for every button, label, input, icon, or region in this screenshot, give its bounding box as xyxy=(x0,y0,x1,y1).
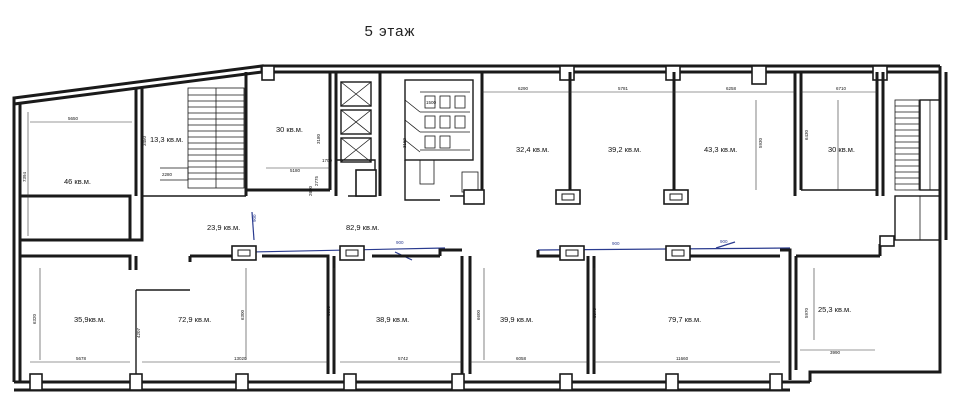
svg-text:3990: 3990 xyxy=(830,350,841,355)
room-area-label: 30 кв.м. xyxy=(276,125,303,134)
svg-text:900: 900 xyxy=(252,214,257,222)
elevator-shafts xyxy=(340,81,372,163)
room-area-label: 30 кв.м. xyxy=(828,145,855,154)
room-area-label: 35,9кв.м. xyxy=(74,315,105,324)
room-area-label: 72,9 кв.м. xyxy=(178,315,211,324)
svg-text:6600: 6600 xyxy=(476,309,481,320)
room-area-label: 79,7 кв.м. xyxy=(668,315,701,324)
room-area-label: 43,3 кв.м. xyxy=(704,145,737,154)
svg-text:900: 900 xyxy=(612,241,620,246)
svg-text:11660: 11660 xyxy=(676,356,689,361)
dimension-labels: 5650 7394 3450 3180 2280 2650 1700 5180 … xyxy=(22,86,847,361)
svg-text:6258: 6258 xyxy=(726,86,737,91)
room-area-label: 39,9 кв.м. xyxy=(500,315,533,324)
restrooms xyxy=(404,79,479,201)
svg-text:3450: 3450 xyxy=(142,135,147,146)
svg-text:6058: 6058 xyxy=(516,356,527,361)
window-notches xyxy=(29,65,888,391)
dimension-lines xyxy=(27,91,877,363)
room-area-label: 82,9 кв.м. xyxy=(346,223,379,232)
svg-text:1700: 1700 xyxy=(322,158,333,163)
room-area-label: 38,9 кв.м. xyxy=(376,315,409,324)
room-labels: 46 кв.м. 13,3 кв.м. 30 кв.м. 32,4 кв.м. … xyxy=(64,125,855,324)
svg-text:6290: 6290 xyxy=(518,86,529,91)
svg-text:2280: 2280 xyxy=(162,172,173,177)
room-area-label: 13,3 кв.м. xyxy=(150,135,183,144)
svg-text:900: 900 xyxy=(720,239,728,244)
svg-text:6430: 6430 xyxy=(804,129,809,140)
svg-text:6300: 6300 xyxy=(240,309,245,320)
svg-text:5781: 5781 xyxy=(618,86,629,91)
svg-text:8970: 8970 xyxy=(592,307,597,318)
lower-partitions xyxy=(20,244,882,380)
svg-text:5180: 5180 xyxy=(290,168,301,173)
svg-text:13020: 13020 xyxy=(234,356,247,361)
upper-partitions xyxy=(20,72,885,242)
room-area-label: 39,2 кв.м. xyxy=(608,145,641,154)
svg-text:900: 900 xyxy=(396,240,404,245)
room-area-label: 32,4 кв.м. xyxy=(516,145,549,154)
columns xyxy=(231,169,895,261)
svg-text:2775: 2775 xyxy=(314,175,319,186)
corridor-line: 900 900 900 900 xyxy=(249,211,791,261)
outer-walls xyxy=(12,64,948,392)
svg-text:3150: 3150 xyxy=(402,137,407,148)
svg-text:5650: 5650 xyxy=(68,116,79,121)
room-area-label: 46 кв.м. xyxy=(64,177,91,186)
svg-text:6710: 6710 xyxy=(836,86,847,91)
svg-text:4207: 4207 xyxy=(136,327,141,338)
svg-text:6320: 6320 xyxy=(32,313,37,324)
svg-text:3180: 3180 xyxy=(316,133,321,144)
room-area-label: 25,3 кв.м. xyxy=(818,305,851,314)
svg-text:5742: 5742 xyxy=(398,356,409,361)
room-area-label: 23,9 кв.м. xyxy=(207,223,240,232)
svg-text:5970: 5970 xyxy=(804,307,809,318)
stairwell-right xyxy=(894,99,941,241)
svg-text:7394: 7394 xyxy=(22,171,27,182)
svg-text:2650: 2650 xyxy=(308,185,313,196)
svg-text:1500: 1500 xyxy=(426,100,437,105)
svg-text:6900: 6900 xyxy=(326,305,331,316)
stairwell-left xyxy=(160,87,245,189)
floor-title: 5 этаж xyxy=(365,23,416,40)
svg-text:5930: 5930 xyxy=(758,137,763,148)
svg-text:5678: 5678 xyxy=(76,356,87,361)
